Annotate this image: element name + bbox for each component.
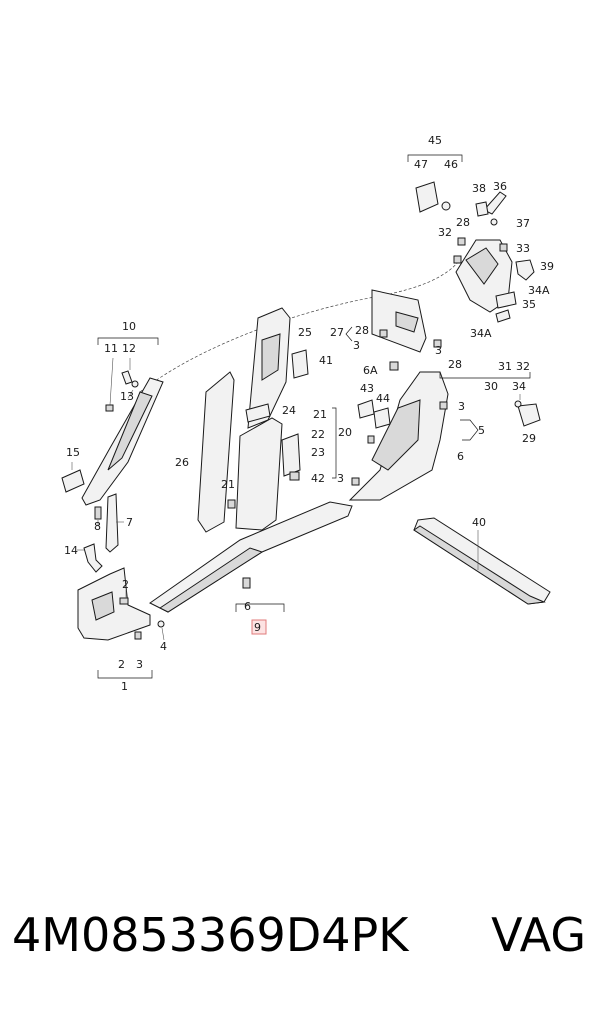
callout-3-left: 3: [337, 472, 344, 485]
callout-21-right: 21: [313, 408, 327, 421]
sticker-part: [61, 469, 85, 493]
callout-38: 38: [472, 182, 486, 195]
callout-15: 15: [66, 446, 80, 459]
callout-3-upper: 3: [435, 344, 442, 357]
callout-46: 46: [444, 158, 458, 171]
brand-text: VAG: [491, 908, 586, 962]
callout-31: 31: [498, 360, 512, 373]
b-pillar-group: [197, 307, 337, 533]
highlight-box: [251, 619, 267, 635]
callout-47: 47: [414, 158, 428, 171]
lower-front-trim-group: [77, 543, 165, 679]
callout-5: 5: [478, 424, 485, 437]
callout-43: 43: [360, 382, 374, 395]
callout-32-top: 32: [438, 226, 452, 239]
callout-1: 1: [121, 680, 128, 693]
callout-27: 27: [330, 326, 344, 339]
callout-6-right: 6: [457, 450, 464, 463]
callout-30: 30: [484, 380, 498, 393]
a-pillar-group: [61, 337, 164, 553]
cover-47: [415, 181, 439, 213]
callout-3-right: 3: [458, 400, 465, 413]
c-pillar-group: [345, 289, 442, 353]
rear-sill-trim: [413, 517, 551, 605]
callout-45: 45: [428, 134, 442, 147]
callout-34a-top: 34A: [528, 284, 550, 297]
callout-6A: 6A: [363, 364, 378, 377]
callout-25: 25: [298, 326, 312, 339]
callout-3-c: 3: [353, 339, 360, 352]
callout-35: 35: [522, 298, 536, 311]
rear-quarter-trim-group: [348, 361, 479, 501]
callout-12: 12: [122, 342, 136, 355]
b-pillar-lower-trim: [235, 417, 283, 531]
callout-9: 9: [254, 621, 261, 634]
exploded-parts-diagram: 45 47 46 38 36 37 32 28 33 39 34A 35 34A…: [61, 134, 554, 693]
callout-11: 11: [104, 342, 118, 355]
callout-29: 29: [522, 432, 536, 445]
callout-4: 4: [160, 640, 167, 653]
callout-2-upper: 2: [122, 578, 129, 591]
callout-28-c: 28: [355, 324, 369, 337]
sill-panel-group: [149, 501, 353, 635]
part-number-text: 4M0853369D4PK: [12, 908, 409, 962]
clip-41: [291, 349, 309, 379]
callout-labels: 45 47 46 38 36 37 32 28 33 39 34A 35 34A…: [64, 134, 554, 693]
callout-8: 8: [94, 520, 101, 533]
callout-20: 20: [338, 426, 352, 439]
callout-28-top: 28: [456, 216, 470, 229]
callout-42: 42: [311, 472, 325, 485]
callout-10: 10: [122, 320, 136, 333]
callout-7: 7: [126, 516, 133, 529]
callout-6-sill: 6: [244, 600, 251, 613]
callout-23: 23: [311, 446, 325, 459]
callout-32-bottom: 32: [516, 360, 530, 373]
callout-34: 34: [512, 380, 526, 393]
upper-rear-group: [407, 154, 541, 427]
callout-3-lower: 3: [136, 658, 143, 671]
callout-36: 36: [493, 180, 507, 193]
callout-40: 40: [472, 516, 486, 529]
callout-13: 13: [120, 390, 134, 403]
callout-28-mid: 28: [448, 358, 462, 371]
callout-14: 14: [64, 544, 78, 557]
callout-26: 26: [175, 456, 189, 469]
callout-22: 22: [311, 428, 325, 441]
callout-37: 37: [516, 217, 530, 230]
callout-2-lower: 2: [118, 658, 125, 671]
callout-34a-mid: 34A: [470, 327, 492, 340]
callout-21-left: 21: [221, 478, 235, 491]
callout-44: 44: [376, 392, 390, 405]
callout-39: 39: [540, 260, 554, 273]
callout-24: 24: [282, 404, 296, 417]
lower-front-trim: [77, 567, 151, 641]
callout-41: 41: [319, 354, 333, 367]
callout-33: 33: [516, 242, 530, 255]
